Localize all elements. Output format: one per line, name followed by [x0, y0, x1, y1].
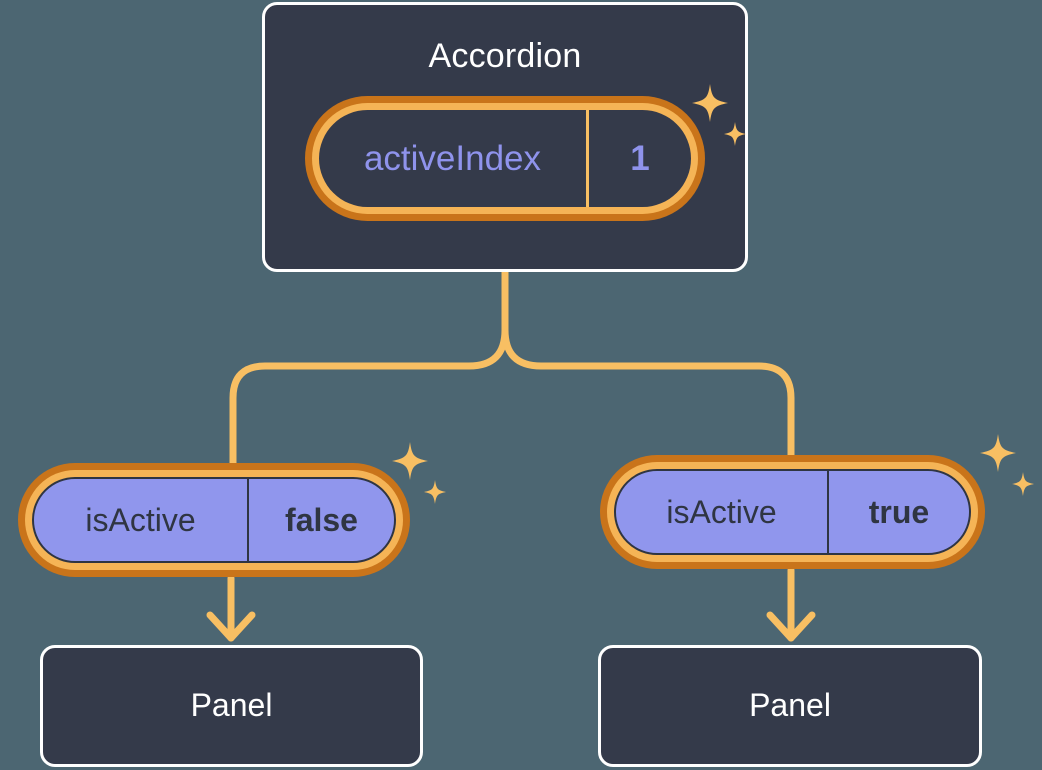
- pill-body: activeIndex 1: [319, 110, 691, 207]
- pill-body: isActive true: [614, 469, 971, 555]
- prop-key-label: isActive: [34, 479, 249, 561]
- sparkle-large: [392, 442, 428, 480]
- sparkle-small: [424, 480, 446, 504]
- prop-key-label: isActive: [616, 471, 829, 553]
- connector-to-right-child: [501, 326, 795, 466]
- sparkles-icon-right: [980, 434, 1034, 496]
- panel-title-left: Panel: [190, 687, 273, 723]
- pill-ring-inner: isActive true: [607, 462, 978, 562]
- arrow-down-icon-left: [206, 611, 256, 642]
- state-pill-active-index[interactable]: activeIndex 1: [305, 96, 705, 221]
- panel-node-right[interactable]: Panel: [598, 645, 982, 767]
- prop-value-label: false: [285, 501, 358, 538]
- pill-body: isActive false: [32, 477, 396, 563]
- sparkle-large: [980, 434, 1016, 472]
- prop-pill-is-active-true[interactable]: isActive true: [600, 455, 985, 569]
- state-key-label: activeIndex: [319, 110, 589, 207]
- prop-pill-is-active-false[interactable]: isActive false: [18, 463, 410, 577]
- pill-ring-inner: isActive false: [25, 470, 403, 570]
- arrow-down-icon-right: [766, 611, 816, 642]
- connector-to-left-child: [229, 326, 509, 474]
- accordion-title: Accordion: [428, 37, 582, 75]
- panel-title-right: Panel: [749, 687, 831, 723]
- state-value-label: 1: [630, 138, 650, 178]
- prop-value-label: true: [868, 493, 930, 530]
- sparkle-small: [1012, 472, 1034, 496]
- pill-ring-inner: activeIndex 1: [312, 103, 698, 214]
- panel-node-left[interactable]: Panel: [40, 645, 423, 767]
